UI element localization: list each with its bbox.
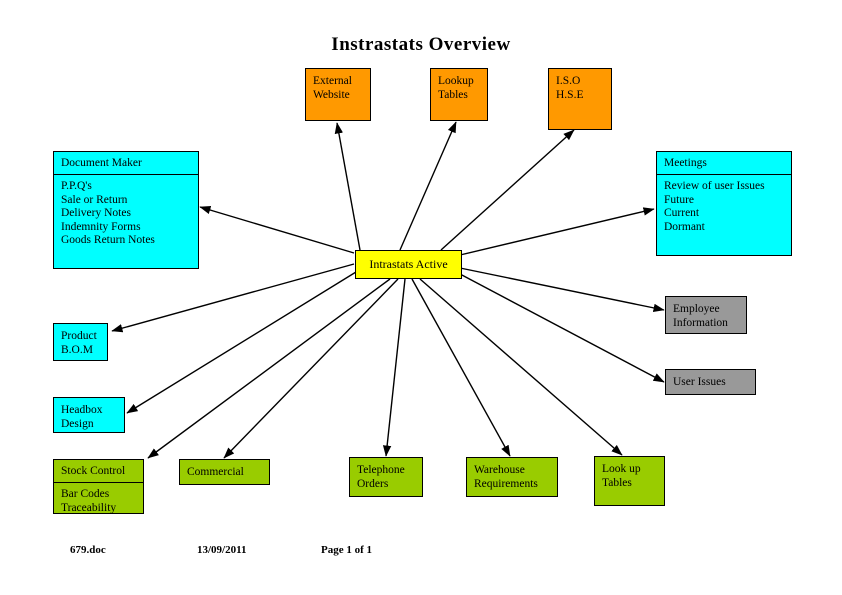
node-lookup-tables-bottom-text: Look up Tables bbox=[595, 457, 664, 495]
node-product-bom[interactable]: Product B.O.M bbox=[53, 323, 108, 361]
footer-page-number: Page 1 of 1 bbox=[321, 544, 373, 556]
node-product-bom-line2: B.O.M bbox=[61, 344, 93, 356]
node-user-issues-text: User Issues bbox=[666, 370, 755, 394]
edge-to-commercial bbox=[223, 278, 399, 459]
node-lookup-tables-top-text: Lookup Tables bbox=[431, 69, 487, 107]
node-meetings-items: Review of user Issues Future Current Dor… bbox=[657, 175, 791, 239]
node-iso-hse-line2: H.S.E bbox=[556, 89, 584, 101]
node-intrastats-active-label: Intrastats Active bbox=[369, 257, 448, 271]
node-lookup-tables-top-line2: Tables bbox=[438, 89, 468, 101]
list-item: Bar Codes bbox=[61, 488, 110, 500]
node-external-website-line2: Website bbox=[313, 89, 350, 101]
footer-date: 13/09/2011 bbox=[197, 544, 247, 556]
node-headbox-design[interactable]: Headbox Design bbox=[53, 397, 125, 433]
edge-to-user-issues bbox=[459, 273, 665, 383]
node-external-website[interactable]: External Website bbox=[305, 68, 371, 121]
edge-to-external-website bbox=[334, 122, 361, 251]
list-item: Indemnity Forms bbox=[61, 220, 141, 233]
node-document-maker-items: P.P.Q's Sale or Return Delivery Notes In… bbox=[54, 175, 198, 253]
edge-to-product-bom bbox=[111, 263, 355, 333]
node-user-issues[interactable]: User Issues bbox=[665, 369, 756, 395]
list-item: P.P.Q's bbox=[61, 180, 92, 192]
node-lookup-tables-top[interactable]: Lookup Tables bbox=[430, 68, 488, 121]
node-headbox-design-text: Headbox Design bbox=[54, 398, 124, 436]
node-external-website-line1: External bbox=[313, 75, 352, 87]
edge-to-meetings bbox=[459, 207, 655, 256]
node-warehouse-requirements[interactable]: Warehouse Requirements bbox=[466, 457, 558, 497]
list-item: Review of user Issues bbox=[664, 180, 765, 192]
node-meetings[interactable]: Meetings Review of user Issues Future Cu… bbox=[656, 151, 792, 256]
node-iso-hse-text: I.S.O H.S.E bbox=[549, 69, 611, 107]
node-external-website-text: External Website bbox=[306, 69, 370, 107]
node-stock-control[interactable]: Stock Control Bar Codes Traceability bbox=[53, 459, 144, 514]
node-headbox-design-line1: Headbox bbox=[61, 404, 103, 416]
page-title: Instrastats Overview bbox=[331, 34, 511, 55]
list-item: Future bbox=[664, 193, 695, 206]
edge-to-headbox-design bbox=[126, 271, 357, 414]
node-document-maker[interactable]: Document Maker P.P.Q's Sale or Return De… bbox=[53, 151, 199, 269]
edge-to-document-maker bbox=[199, 205, 355, 254]
node-commercial-text: Commercial bbox=[180, 460, 269, 484]
node-lookup-tables-bottom-line2: Tables bbox=[602, 477, 632, 489]
edge-to-telephone-orders bbox=[382, 278, 406, 457]
list-item: Sale or Return bbox=[61, 193, 128, 206]
edge-to-employee-information bbox=[459, 267, 665, 312]
list-item: Delivery Notes bbox=[61, 207, 131, 219]
node-product-bom-text: Product B.O.M bbox=[54, 324, 107, 362]
node-iso-hse[interactable]: I.S.O H.S.E bbox=[548, 68, 612, 130]
node-telephone-orders-text: Telephone Orders bbox=[350, 458, 422, 496]
node-telephone-orders-line2: Orders bbox=[357, 478, 389, 490]
node-intrastats-active[interactable]: Intrastats Active bbox=[355, 250, 462, 279]
node-lookup-tables-bottom-line1: Look up bbox=[602, 463, 641, 475]
node-meetings-header: Meetings bbox=[657, 152, 791, 175]
list-item: Goods Return Notes bbox=[61, 234, 155, 246]
node-stock-control-header: Stock Control bbox=[54, 460, 143, 483]
edge-to-warehouse-requirements bbox=[411, 278, 511, 457]
node-warehouse-requirements-line2: Requirements bbox=[474, 478, 538, 490]
node-headbox-design-line2: Design bbox=[61, 418, 94, 430]
node-employee-information-line2: Information bbox=[673, 317, 728, 329]
node-employee-information[interactable]: Employee Information bbox=[665, 296, 747, 334]
node-lookup-tables-top-line1: Lookup bbox=[438, 75, 474, 87]
node-telephone-orders[interactable]: Telephone Orders bbox=[349, 457, 423, 497]
node-document-maker-header: Document Maker bbox=[54, 152, 198, 175]
node-commercial[interactable]: Commercial bbox=[179, 459, 270, 485]
edge-to-iso-hse bbox=[440, 129, 575, 251]
list-item: Current bbox=[664, 207, 700, 219]
page-footer: 679.doc 13/09/2011 Page 1 of 1 bbox=[0, 544, 842, 562]
edge-to-lookup-tables-bottom bbox=[419, 278, 623, 456]
footer-filename: 679.doc bbox=[70, 544, 106, 556]
node-user-issues-line1: User Issues bbox=[673, 376, 726, 388]
edge-to-lookup-tables-top bbox=[399, 121, 457, 251]
edge-to-stock-control bbox=[147, 278, 391, 459]
node-stock-control-items: Bar Codes Traceability bbox=[54, 483, 143, 520]
node-product-bom-line1: Product bbox=[61, 330, 97, 342]
node-intrastats-active-text: Intrastats Active bbox=[356, 251, 461, 277]
node-lookup-tables-bottom[interactable]: Look up Tables bbox=[594, 456, 665, 506]
list-item: Dormant bbox=[664, 220, 705, 233]
node-telephone-orders-line1: Telephone bbox=[357, 464, 405, 476]
node-warehouse-requirements-line1: Warehouse bbox=[474, 464, 525, 476]
node-iso-hse-line1: I.S.O bbox=[556, 75, 581, 87]
node-commercial-line1: Commercial bbox=[187, 466, 244, 478]
list-item: Traceability bbox=[61, 501, 117, 514]
node-employee-information-line1: Employee bbox=[673, 303, 720, 315]
node-warehouse-requirements-text: Warehouse Requirements bbox=[467, 458, 557, 496]
node-employee-information-text: Employee Information bbox=[666, 297, 746, 335]
